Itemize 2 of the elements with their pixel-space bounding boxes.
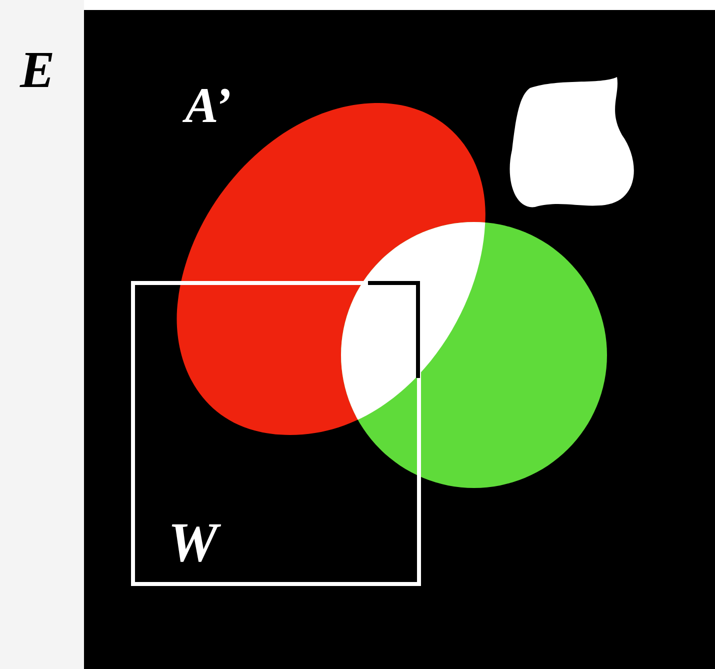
set-label: A’ <box>185 80 232 130</box>
panel-label: E <box>20 45 55 97</box>
